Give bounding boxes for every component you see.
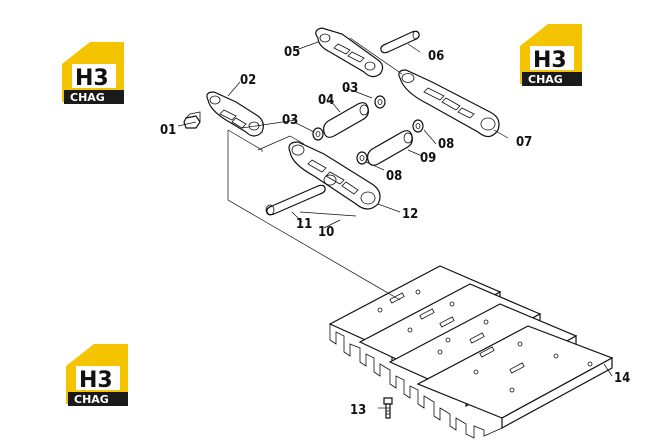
callout-08-right: 08 xyxy=(438,137,454,152)
callout-01: 01 xyxy=(160,123,176,138)
part-11-pin xyxy=(265,184,326,216)
logo-mark: H3 xyxy=(75,66,109,91)
part-14-track-shoes xyxy=(328,265,614,439)
callout-03-left: 03 xyxy=(282,113,298,128)
part-01-nut xyxy=(183,111,201,129)
part-03-seal-upper xyxy=(374,95,386,109)
logo-mark: H3 xyxy=(79,368,113,393)
part-08-seal-left xyxy=(356,151,368,165)
part-03-seal-left xyxy=(312,127,324,141)
callout-11: 11 xyxy=(296,217,312,232)
part-07-link xyxy=(398,69,500,138)
part-05-link xyxy=(315,27,384,78)
callout-12: 12 xyxy=(402,207,418,222)
logo-brand: CHAG xyxy=(70,91,105,104)
callout-03-upper: 03 xyxy=(342,81,358,96)
callouts: 01 02 03 03 04 05 06 07 08 08 09 10 11 1… xyxy=(160,45,630,418)
leader-lines xyxy=(177,37,613,409)
logo-brand: CHAG xyxy=(528,73,563,86)
callout-14: 14 xyxy=(614,371,630,386)
part-08-seal-right xyxy=(412,119,424,133)
callout-06: 06 xyxy=(428,49,444,64)
part-02-link xyxy=(206,91,264,137)
part-13-bolt xyxy=(383,397,393,419)
watermark-logo-top-right: H3 CHAG xyxy=(520,24,582,86)
callout-09: 09 xyxy=(420,151,436,166)
callout-02: 02 xyxy=(240,73,256,88)
logo-brand: CHAG xyxy=(74,393,109,406)
callout-13: 13 xyxy=(350,403,366,418)
callout-10: 10 xyxy=(318,225,334,240)
watermark-logo-bottom-left: H3 CHAG xyxy=(66,344,128,406)
logo-mark: H3 xyxy=(533,48,567,73)
part-09-bushing xyxy=(367,130,413,166)
callout-08-left: 08 xyxy=(386,169,402,184)
callout-04: 04 xyxy=(318,93,334,108)
callout-07: 07 xyxy=(516,135,532,150)
part-06-pin xyxy=(380,30,420,54)
callout-05: 05 xyxy=(284,45,300,60)
part-04-bushing xyxy=(323,102,369,138)
part-12-link xyxy=(288,141,381,210)
watermark-logo-top-left: H3 CHAG xyxy=(62,42,124,104)
